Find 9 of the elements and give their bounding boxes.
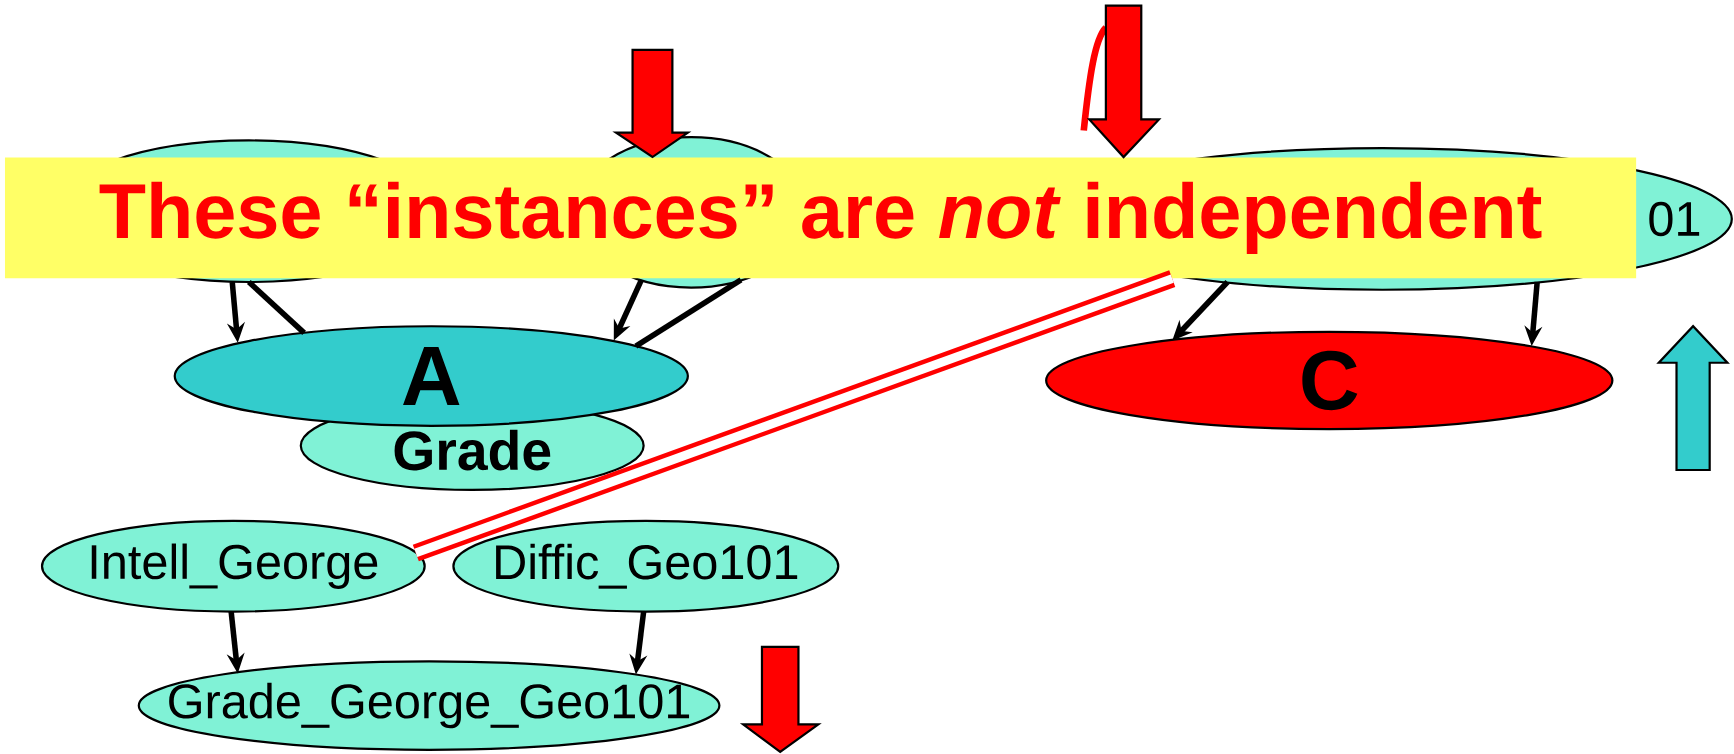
connector-line	[246, 279, 306, 335]
double-line	[412, 270, 1176, 562]
banner-toast: These “instances” are not independent	[5, 157, 1637, 279]
ellipse-node: C	[1045, 330, 1614, 431]
ellipse-node: Grade_George_Geo101	[137, 660, 721, 751]
connector-line	[634, 277, 743, 349]
ellipse-node: A	[173, 325, 689, 427]
ellipse-node: Intell_George	[40, 519, 426, 613]
ellipse-node: Diffic_Geo101	[452, 519, 840, 613]
